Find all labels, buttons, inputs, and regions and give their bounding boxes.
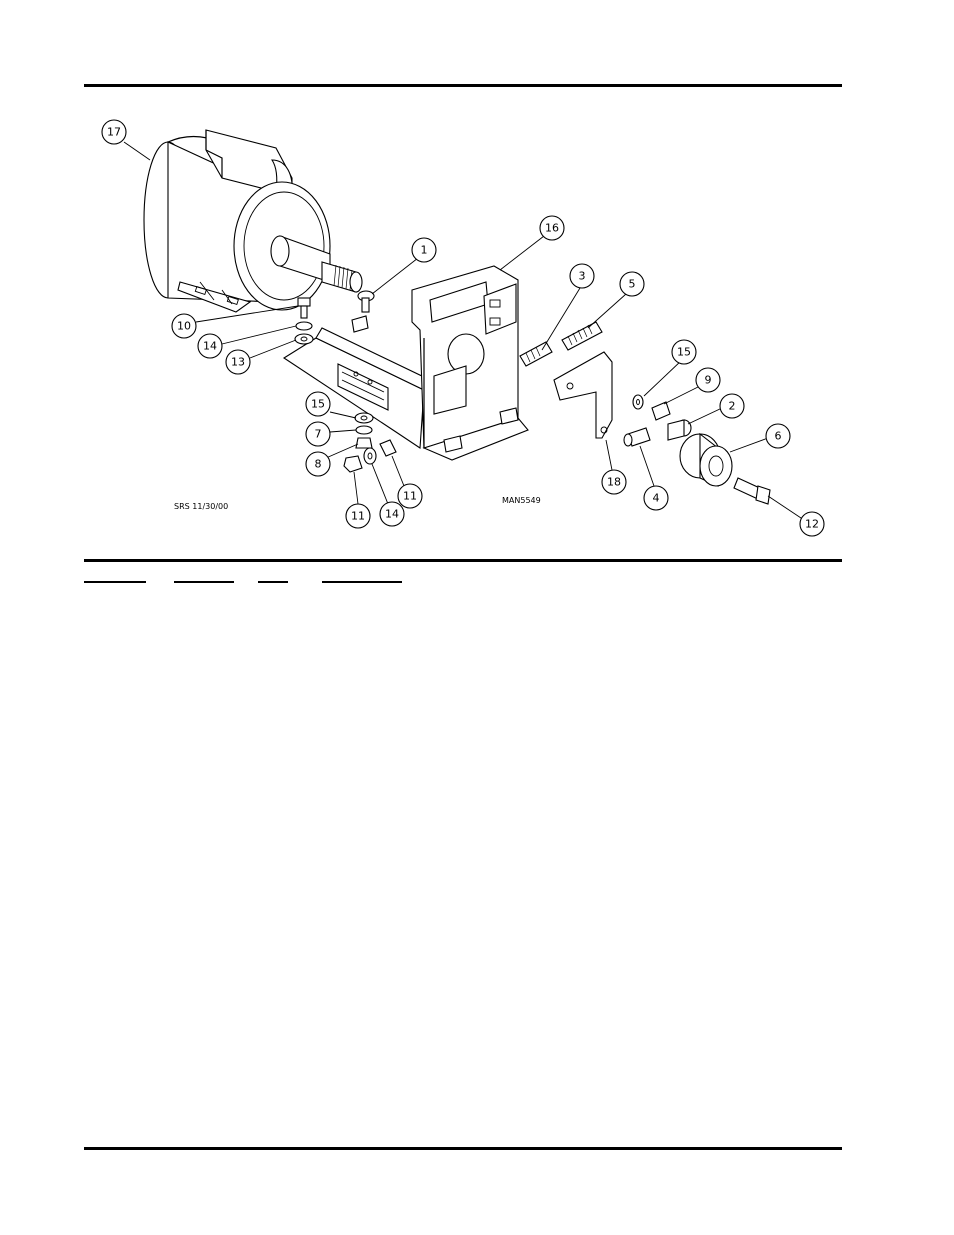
svg-text:1: 1 bbox=[421, 244, 428, 257]
svg-text:11: 11 bbox=[351, 510, 365, 523]
middle-rule bbox=[84, 559, 842, 562]
callout-18: 18 bbox=[601, 469, 627, 495]
callout-9: 9 bbox=[695, 367, 721, 393]
callout-5: 5 bbox=[619, 271, 645, 297]
header-column-qty bbox=[258, 581, 288, 583]
callout-11-upper: 11 bbox=[397, 483, 423, 509]
callout-8: 8 bbox=[305, 451, 331, 477]
header-column-description bbox=[322, 581, 402, 583]
hardware-parts bbox=[294, 290, 771, 505]
callout-14-lower: 14 bbox=[379, 501, 405, 527]
callout-1: 1 bbox=[411, 237, 437, 263]
svg-text:11: 11 bbox=[403, 490, 417, 503]
callout-2: 2 bbox=[719, 393, 745, 419]
svg-text:6: 6 bbox=[775, 430, 782, 443]
callout-3: 3 bbox=[569, 263, 595, 289]
header-column-part bbox=[174, 581, 234, 583]
svg-text:18: 18 bbox=[607, 476, 621, 489]
svg-text:14: 14 bbox=[203, 340, 217, 353]
callout-17: 17 bbox=[101, 119, 127, 145]
callout-14: 14 bbox=[197, 333, 223, 359]
callout-7: 7 bbox=[305, 421, 331, 447]
callout-13: 13 bbox=[225, 349, 251, 375]
callout-12: 12 bbox=[799, 511, 825, 537]
callout-4: 4 bbox=[643, 485, 669, 511]
callout-10: 10 bbox=[171, 313, 197, 339]
callout-6: 6 bbox=[765, 423, 791, 449]
callout-15-left: 15 bbox=[305, 391, 331, 417]
mounting-bracket bbox=[282, 265, 529, 461]
svg-text:4: 4 bbox=[653, 492, 660, 505]
leader-lines bbox=[123, 141, 805, 521]
svg-text:8: 8 bbox=[315, 458, 322, 471]
svg-text:2: 2 bbox=[729, 400, 736, 413]
svg-text:10: 10 bbox=[177, 320, 191, 333]
motor-assembly bbox=[143, 129, 363, 313]
svg-text:14: 14 bbox=[385, 508, 399, 521]
drawing-date-note: SRS 11/30/00 bbox=[174, 502, 228, 511]
svg-text:5: 5 bbox=[629, 278, 636, 291]
svg-text:17: 17 bbox=[107, 126, 121, 139]
svg-text:9: 9 bbox=[705, 374, 712, 387]
exploded-parts-diagram: 17 16 1 3 5 10 14 13 bbox=[101, 119, 825, 537]
svg-text:16: 16 bbox=[545, 222, 559, 235]
svg-text:12: 12 bbox=[805, 518, 819, 531]
header-column-item bbox=[84, 581, 146, 583]
svg-text:13: 13 bbox=[231, 356, 245, 369]
callout-16: 16 bbox=[539, 215, 565, 241]
svg-text:3: 3 bbox=[579, 270, 586, 283]
svg-text:15: 15 bbox=[311, 398, 325, 411]
drawing-number-note: MAN5549 bbox=[502, 496, 541, 505]
top-rule bbox=[84, 84, 842, 87]
callout-15-right: 15 bbox=[671, 339, 697, 365]
svg-text:7: 7 bbox=[315, 428, 322, 441]
svg-text:15: 15 bbox=[677, 346, 691, 359]
callout-11-lower: 11 bbox=[345, 503, 371, 529]
bottom-rule bbox=[84, 1147, 842, 1150]
